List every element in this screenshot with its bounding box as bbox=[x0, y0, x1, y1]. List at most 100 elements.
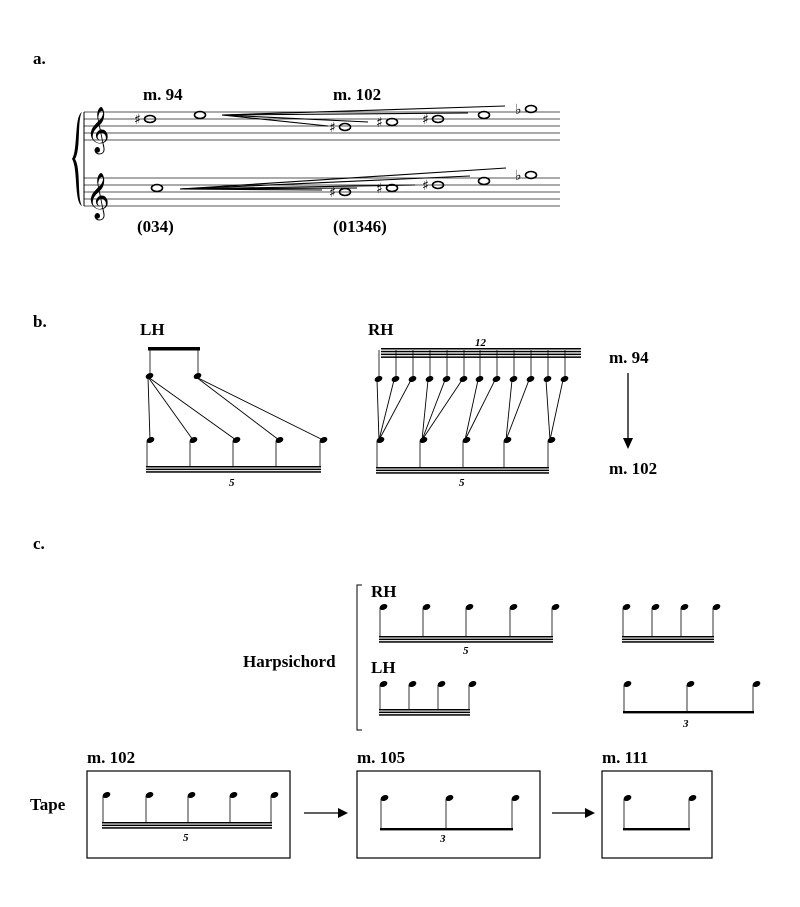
notehead bbox=[270, 791, 279, 799]
notehead bbox=[680, 603, 689, 611]
tape-box-m102 bbox=[86, 770, 291, 859]
whole-note bbox=[143, 114, 157, 124]
mapping-line bbox=[147, 376, 151, 441]
section-b-label: b. bbox=[33, 312, 47, 331]
notehead bbox=[712, 603, 721, 611]
notehead bbox=[442, 375, 451, 383]
mapping-line bbox=[147, 376, 237, 441]
notehead bbox=[379, 603, 388, 611]
beam bbox=[376, 467, 549, 469]
tape-label: Tape bbox=[30, 795, 66, 814]
mapping-line bbox=[421, 379, 463, 441]
whole-note bbox=[524, 170, 538, 180]
beam bbox=[381, 353, 581, 356]
whole-note bbox=[431, 180, 445, 190]
beam bbox=[381, 348, 581, 350]
notehead bbox=[462, 436, 471, 444]
beam bbox=[148, 347, 200, 351]
notehead bbox=[187, 791, 196, 799]
beam bbox=[146, 466, 321, 468]
mapping-line bbox=[545, 379, 551, 441]
notehead bbox=[459, 375, 468, 383]
sharp-sign: ♯ bbox=[422, 112, 429, 128]
whole-note bbox=[385, 117, 399, 127]
measure-94-label-b: m. 94 bbox=[609, 348, 649, 367]
whole-note bbox=[524, 104, 538, 114]
notehead bbox=[419, 436, 428, 444]
beam bbox=[376, 472, 549, 474]
tape-box-m105 bbox=[356, 770, 541, 859]
section-c-label: c. bbox=[33, 534, 45, 553]
notehead bbox=[102, 791, 111, 799]
beam bbox=[622, 636, 714, 638]
mapping-line bbox=[195, 376, 280, 441]
notehead bbox=[380, 794, 389, 802]
sharp-sign: ♯ bbox=[422, 178, 429, 194]
notehead bbox=[551, 603, 560, 611]
mapping-line bbox=[378, 379, 412, 441]
voice-leading-line bbox=[179, 167, 507, 190]
notehead bbox=[509, 375, 518, 383]
notehead bbox=[686, 680, 695, 688]
box-measure-111: m. 111 bbox=[602, 748, 648, 767]
beam bbox=[379, 636, 553, 638]
notehead bbox=[379, 680, 388, 688]
whole-note bbox=[150, 183, 164, 193]
rh-tuplet-5: 5 bbox=[459, 477, 465, 489]
notehead bbox=[503, 436, 512, 444]
grand-staff: ♯♯♯♯♭♯♯♯♭ bbox=[72, 102, 560, 207]
harpsichord-lh-label: LH bbox=[371, 658, 396, 677]
voice-leading-line bbox=[179, 184, 416, 190]
voice-leading-line bbox=[221, 114, 329, 127]
section-a-label: a. bbox=[33, 49, 46, 68]
measure-94-label: m. 94 bbox=[143, 85, 183, 104]
sharp-sign: ♯ bbox=[329, 185, 336, 201]
notehead bbox=[509, 603, 518, 611]
notehead bbox=[422, 603, 431, 611]
mapping-line bbox=[195, 376, 324, 441]
beam bbox=[622, 638, 714, 641]
set-class-01346: (01346) bbox=[333, 217, 387, 236]
notehead bbox=[425, 375, 434, 383]
voice-leading-line bbox=[179, 175, 471, 190]
sharp-sign: ♯ bbox=[329, 120, 336, 136]
down-arrow-icon bbox=[623, 373, 633, 449]
notehead bbox=[145, 791, 154, 799]
beam bbox=[623, 711, 754, 714]
whole-note bbox=[477, 176, 491, 186]
whole-note bbox=[431, 114, 445, 124]
rh-label: RH bbox=[368, 320, 394, 339]
treble-clef-lower: 𝄞 bbox=[86, 173, 110, 221]
notehead bbox=[465, 603, 474, 611]
notehead bbox=[408, 680, 417, 688]
notehead bbox=[511, 794, 520, 802]
harpsichord-label: Harpsichord bbox=[243, 652, 336, 671]
beam bbox=[379, 711, 470, 714]
beam bbox=[381, 356, 581, 358]
sharp-sign: ♯ bbox=[376, 115, 383, 131]
box-measure-102: m. 102 bbox=[87, 748, 135, 767]
notehead bbox=[475, 375, 484, 383]
mapping-line bbox=[421, 379, 429, 441]
sharp-sign: ♯ bbox=[376, 181, 383, 197]
mapping-line bbox=[378, 379, 395, 441]
beam bbox=[623, 828, 690, 831]
right-arrow-icon bbox=[552, 808, 595, 818]
beam bbox=[622, 641, 714, 643]
mapping-line bbox=[147, 376, 194, 441]
notehead bbox=[374, 375, 383, 383]
rhythm-marks bbox=[102, 347, 761, 831]
treble-clef-upper: 𝄞 bbox=[86, 107, 110, 155]
beam bbox=[379, 638, 553, 641]
rh-tuplet-12: 12 bbox=[475, 337, 487, 349]
beam bbox=[146, 471, 321, 473]
harpsichord-rh-tuplet: 5 bbox=[463, 645, 469, 657]
beam bbox=[376, 469, 549, 472]
notehead bbox=[319, 436, 328, 444]
box-105-tuplet: 3 bbox=[439, 833, 446, 845]
tape-box-m111 bbox=[601, 770, 713, 859]
brace bbox=[72, 112, 82, 206]
notehead bbox=[492, 375, 501, 383]
box-measure-105: m. 105 bbox=[357, 748, 405, 767]
